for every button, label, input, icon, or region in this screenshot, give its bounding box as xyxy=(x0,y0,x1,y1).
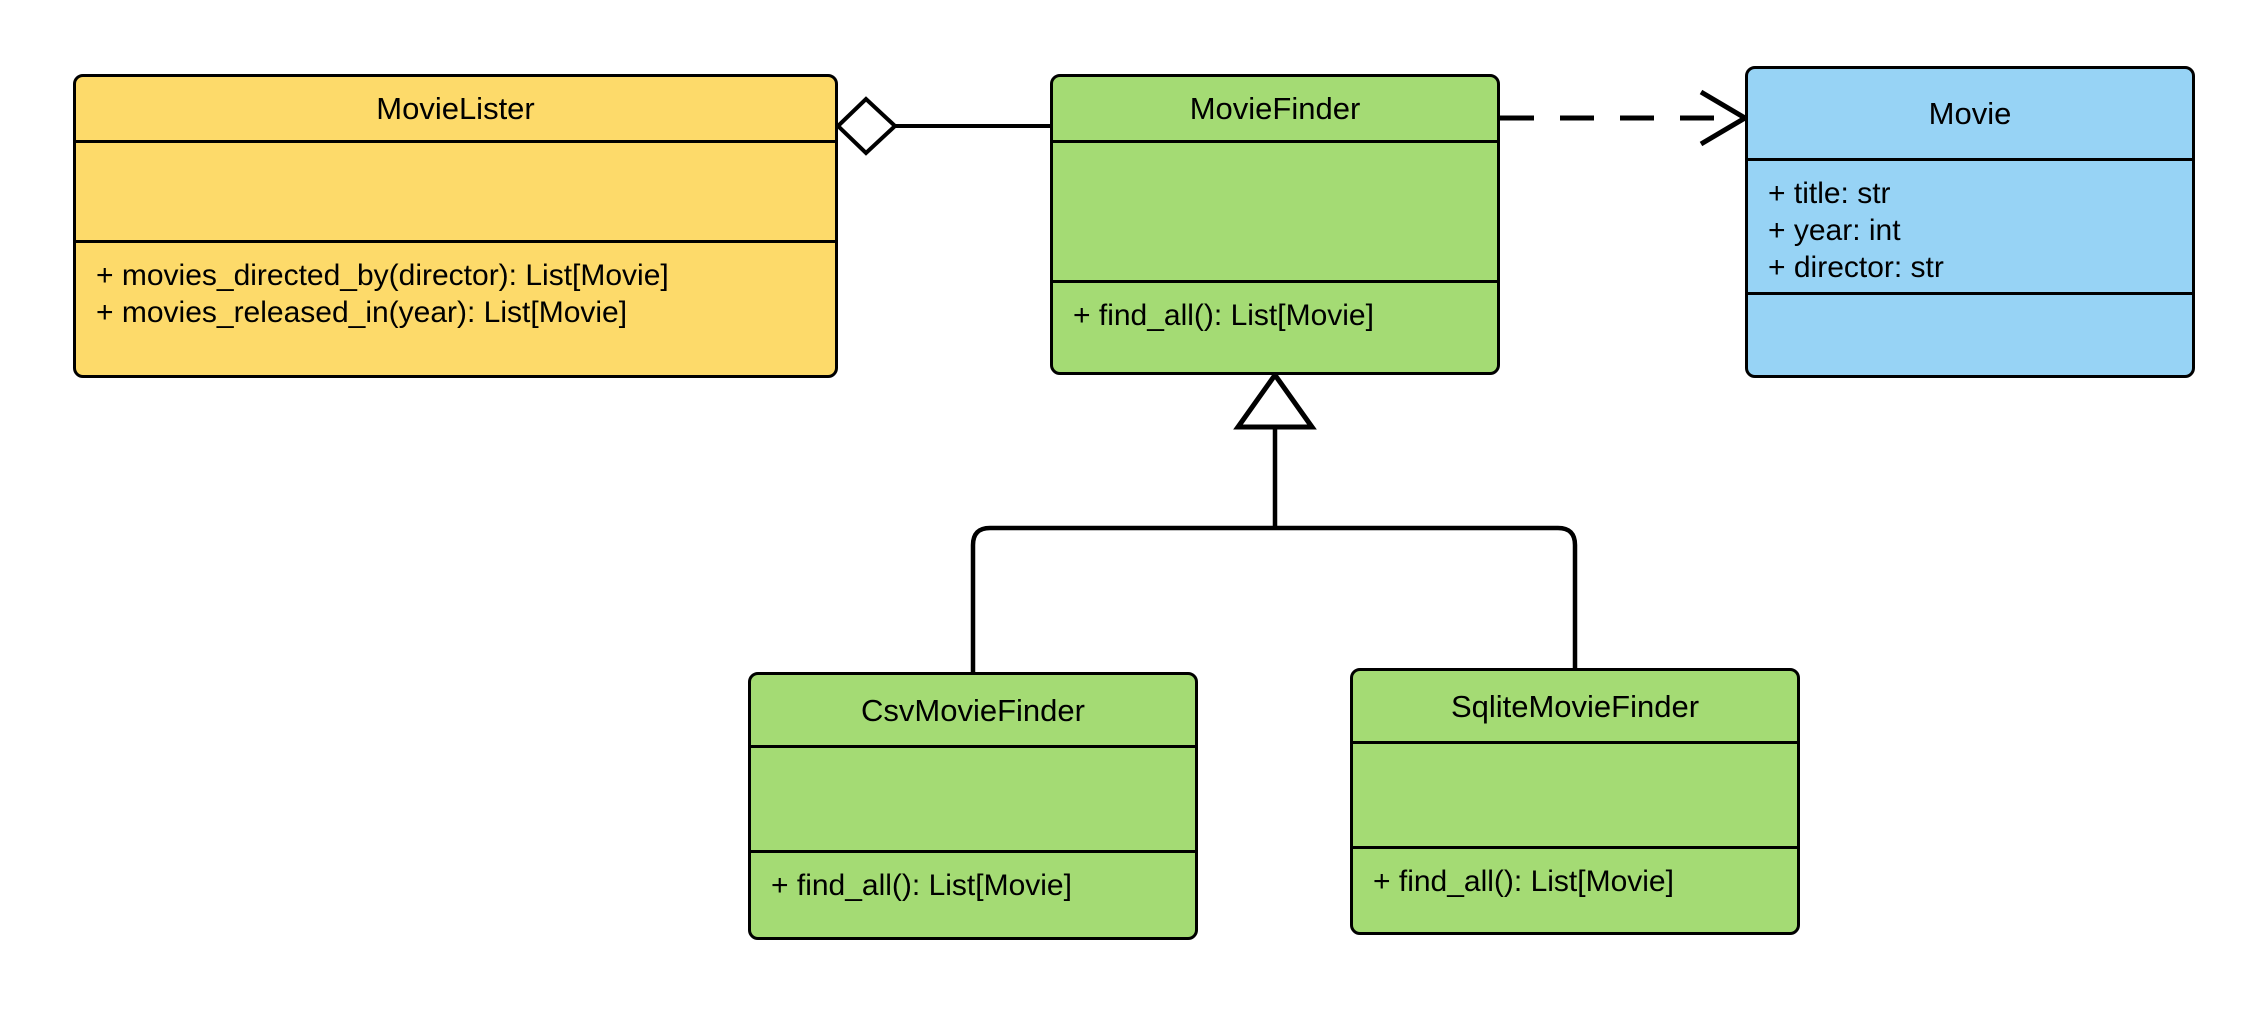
method-line: + find_all(): List[Movie] xyxy=(1073,299,1374,332)
class-name-movielister: MovieLister xyxy=(376,91,535,126)
class-name-csvmoviefinder: CsvMovieFinder xyxy=(861,692,1085,728)
uml-class-movie[interactable]: Movie + title: str + year: int + directo… xyxy=(1745,66,2195,378)
aggregation-edge-movielister-moviefinder[interactable] xyxy=(835,96,1050,156)
class-name-moviefinder: MovieFinder xyxy=(1189,91,1361,126)
methods-compartment-csvmoviefinder: + find_all(): List[Movie] xyxy=(751,850,1195,937)
generalization-branch-csv xyxy=(970,525,1275,672)
uml-class-movielister[interactable]: MovieLister + movies_directed_by(directo… xyxy=(73,74,838,378)
methods-compartment-sqlitemoviefinder: + find_all(): List[Movie] xyxy=(1353,846,1797,932)
attributes-compartment-csvmoviefinder xyxy=(751,745,1195,850)
open-arrow-icon xyxy=(1699,89,1750,147)
class-name-movie: Movie xyxy=(1928,96,2012,131)
hollow-triangle-icon xyxy=(1233,370,1317,430)
uml-class-moviefinder[interactable]: MovieFinder + find_all(): List[Movie] xyxy=(1050,74,1500,375)
method-line: + find_all(): List[Movie] xyxy=(771,869,1072,902)
uml-class-csvmoviefinder[interactable]: CsvMovieFinder + find_all(): List[Movie] xyxy=(748,672,1198,940)
class-name-sqlitemoviefinder: SqliteMovieFinder xyxy=(1450,688,1700,724)
uml-class-sqlitemoviefinder[interactable]: SqliteMovieFinder + find_all(): List[Mov… xyxy=(1350,668,1800,935)
attributes-compartment-movielister xyxy=(76,140,835,240)
dependency-edge-moviefinder-movie[interactable] xyxy=(1500,89,1750,147)
generalization-branch-sqlite xyxy=(1275,525,1578,668)
method-line: + movies_released_in(year): List[Movie] xyxy=(96,296,628,330)
attributes-compartment-movie: + title: str + year: int + director: str xyxy=(1748,158,2192,292)
generalization-edge-tree[interactable] xyxy=(970,370,1578,672)
method-line: + find_all(): List[Movie] xyxy=(1373,865,1674,898)
attribute-line: + title: str xyxy=(1768,177,1891,210)
method-line: + movies_directed_by(director): List[Mov… xyxy=(96,259,669,292)
methods-compartment-movie xyxy=(1748,292,2192,375)
attribute-line: + year: int xyxy=(1768,214,1901,248)
hollow-diamond-icon xyxy=(835,96,898,156)
methods-compartment-movielister: + movies_directed_by(director): List[Mov… xyxy=(76,240,835,375)
attribute-line: + director: str xyxy=(1768,251,1944,285)
methods-compartment-moviefinder: + find_all(): List[Movie] xyxy=(1053,280,1497,372)
attributes-compartment-sqlitemoviefinder xyxy=(1353,741,1797,846)
attributes-compartment-moviefinder xyxy=(1053,140,1497,280)
